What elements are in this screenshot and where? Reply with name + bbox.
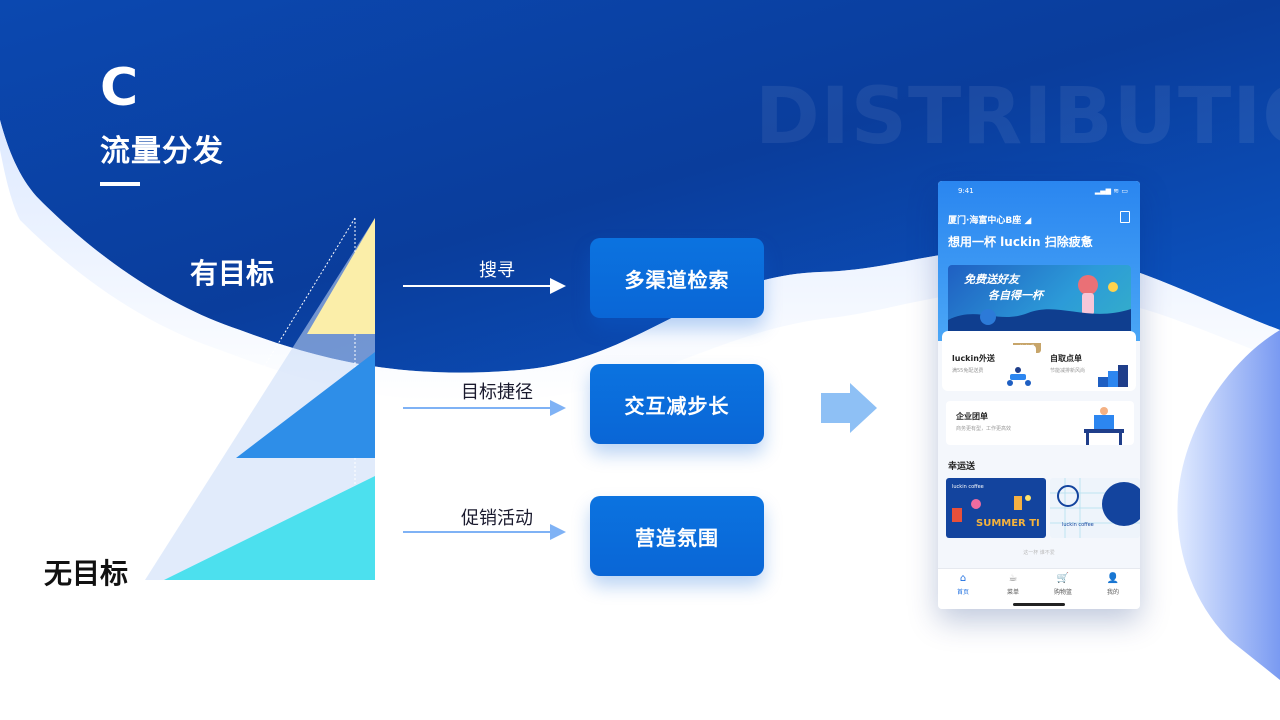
tab-menu[interactable]: 菜单 [993,587,1033,596]
big-arrow-icon [821,383,877,433]
promo-card-pattern[interactable]: luckin coffee [1050,478,1140,538]
box-create-atmosphere: 营造氛围 [590,496,764,576]
banner-line-1: 免费送好友 [964,271,1019,287]
promo-banner[interactable]: 免费送好友 各自得一杯 [948,265,1131,335]
phone-header: 9:41 ▂▄▆ ≋ ▭ 厦门·海富中心B座 ◢ 想用一杯 luckin 扫除疲… [938,181,1140,341]
pattern-illustration [1050,478,1140,538]
office-illustration [1080,403,1128,445]
promo-card-summer[interactable]: luckin coffee SUMMER TI [946,478,1046,538]
status-time: 9:41 [958,187,974,195]
arrow-label-search: 搜寻 [412,256,582,282]
banner-line-2: 各自得一杯 [988,287,1043,303]
scooter-icon [1004,365,1034,387]
promo-brand-2: luckin coffee [1062,522,1094,528]
location-label[interactable]: 厦门·海富中心B座 ◢ [948,213,1031,226]
user-icon[interactable]: 👤 [1093,573,1133,584]
tab-home[interactable]: 首页 [943,587,983,596]
menu-icon[interactable]: ☕ [993,573,1033,584]
tab-bar: ⌂ 首页 ☕ 菜单 🛒 购物篮 👤 我的 [938,568,1140,609]
card-team-sub: 商务更有型，工作更高效 [956,425,1011,432]
card-pickup[interactable]: 自取点单 节能减排新风尚 [1044,345,1134,389]
phone-mockup: 9:41 ▂▄▆ ≋ ▭ 厦门·海富中心B座 ◢ 想用一杯 luckin 扫除疲… [938,181,1140,609]
promo-illustration [946,478,1046,538]
card-pickup-sub: 节能减排新风尚 [1050,367,1085,374]
arrow-label-promotion: 促销活动 [412,504,582,530]
cup-icon[interactable] [1120,211,1130,223]
box-shorten-steps: 交互减步长 [590,364,764,444]
card-team-title: 企业团单 [956,411,988,422]
card-delivery[interactable]: luckin外送 满55免配送费 [946,345,1036,389]
card-delivery-sub: 满55免配送费 [952,367,983,374]
card-delivery-title: luckin外送 [952,353,995,364]
slogan: 想用一杯 luckin 扫除疲惫 [948,233,1093,250]
footer-slogan: 这一杯 谁不爱 [938,549,1140,556]
basket-icon[interactable]: 🛒 [1043,573,1083,584]
tab-basket[interactable]: 购物篮 [1043,587,1083,596]
home-indicator [1013,603,1065,606]
box-multichannel-search: 多渠道检索 [590,238,764,318]
store-icon [1092,363,1132,387]
tab-mine[interactable]: 我的 [1093,587,1133,596]
promo-summer-text: SUMMER TI [976,518,1040,529]
status-icons: ▂▄▆ ≋ ▭ [1095,187,1128,195]
card-team-order[interactable]: 企业团单 商务更有型，工作更高效 [946,401,1134,445]
section-lucky: 幸运送 [948,459,975,472]
home-icon[interactable]: ⌂ [943,573,983,584]
arrow-label-shortcut: 目标捷径 [412,378,582,404]
card-pickup-title: 自取点单 [1050,353,1082,364]
